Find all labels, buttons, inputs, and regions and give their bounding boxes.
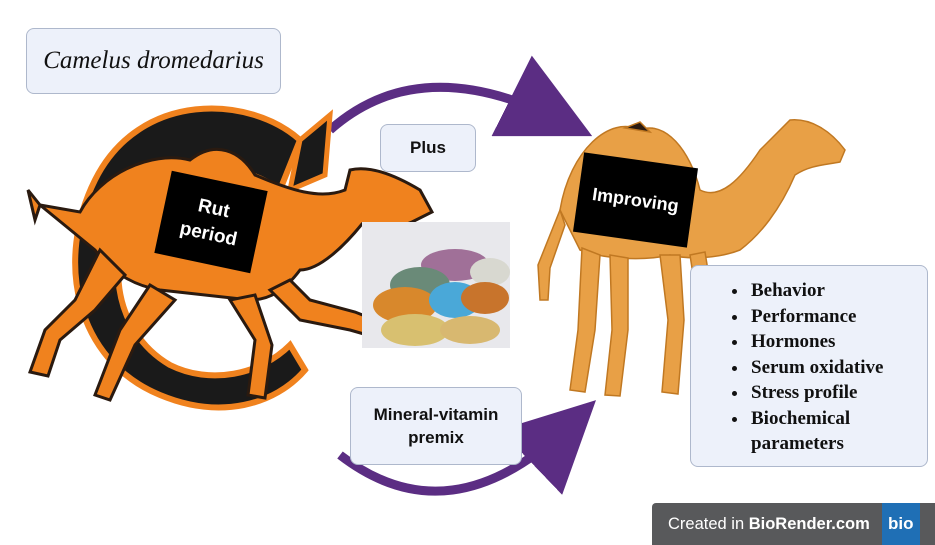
powder-piles-image bbox=[362, 222, 510, 348]
premix-label-box: Mineral-vitamin premix bbox=[350, 387, 522, 465]
species-label: Camelus dromedarius bbox=[43, 47, 264, 74]
plus-label: Plus bbox=[410, 138, 446, 157]
watermark-brand: BioRender.com bbox=[748, 514, 870, 533]
plus-label-box: Plus bbox=[380, 124, 476, 172]
list-item: Biochemical parameters bbox=[749, 406, 927, 457]
list-item: Serum oxidative bbox=[749, 355, 927, 381]
premix-label-line2: premix bbox=[408, 428, 464, 447]
top-arrow bbox=[327, 55, 593, 137]
species-label-box: Camelus dromedarius bbox=[26, 28, 281, 94]
bottom-arrow bbox=[337, 400, 597, 496]
improving-tag-label: Improving bbox=[591, 183, 681, 216]
biorender-watermark[interactable]: Created in BioRender.com bio bbox=[652, 503, 935, 545]
list-item: Stress profile bbox=[749, 380, 927, 406]
effects-list: Behavior Performance Hormones Serum oxid… bbox=[691, 278, 927, 457]
effects-list-box: Behavior Performance Hormones Serum oxid… bbox=[690, 265, 928, 467]
watermark-text: Created in BioRender.com bbox=[668, 515, 870, 534]
list-item: Hormones bbox=[749, 329, 927, 355]
biorender-logo-icon: bio bbox=[881, 503, 920, 545]
premix-label-line1: Mineral-vitamin bbox=[373, 405, 499, 424]
list-item: Behavior bbox=[749, 278, 927, 304]
watermark-prefix: Created in bbox=[668, 514, 749, 533]
improving-tag: Improving bbox=[572, 152, 699, 248]
list-item: Performance bbox=[749, 304, 927, 330]
